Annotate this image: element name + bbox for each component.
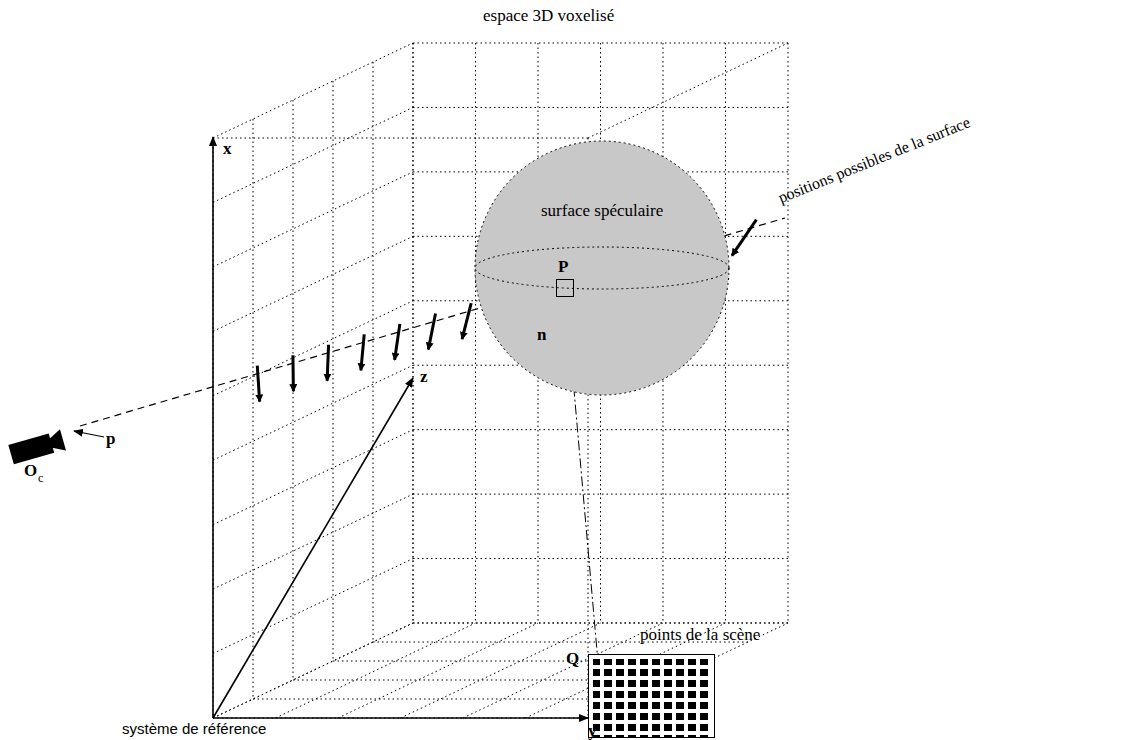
grid-line: [588, 43, 788, 138]
grid-line: [213, 623, 413, 718]
grid-line: [213, 494, 413, 589]
axis-label: y: [588, 722, 597, 739]
grid-line: [373, 62, 374, 642]
grid-line: [213, 718, 588, 719]
grid-line: [213, 172, 413, 267]
grid-line: [213, 623, 413, 718]
grid-line: [413, 43, 414, 623]
normal-arrow: [395, 324, 400, 360]
grid-line: [213, 236, 413, 331]
grid-line: [401, 623, 601, 718]
grid-line: [725, 43, 726, 623]
checker-target: [588, 654, 715, 738]
grid-line: [213, 430, 413, 525]
point-label: P: [558, 258, 568, 275]
grid-line: [253, 119, 254, 699]
camera-label: O: [24, 462, 37, 479]
normal-arrow: [327, 345, 328, 381]
normal-arrow: [291, 355, 294, 391]
grid-line: [413, 429, 788, 430]
normal-arrow: [462, 303, 471, 339]
equator: [475, 247, 729, 289]
grid-line: [475, 43, 476, 623]
normal-arrow: [257, 366, 259, 402]
grid-line: [413, 494, 788, 495]
axis-label: x: [223, 140, 232, 157]
sphere-shape: [474, 140, 730, 396]
grid-line: [213, 107, 413, 202]
normal-arrow: [732, 220, 756, 256]
grid-line: [333, 81, 334, 661]
axis-label: z: [420, 368, 428, 385]
grid-line: [213, 138, 214, 718]
point-label: Q: [566, 650, 579, 667]
scene-points: points de la scèneQ: [588, 624, 718, 740]
grid-line: [413, 558, 788, 559]
grid-line: [788, 43, 789, 623]
pixel-label: p: [106, 430, 115, 447]
grid-line: [213, 365, 413, 460]
specular-surface: surface spéculaireP: [474, 140, 730, 396]
grid-line: [413, 107, 788, 108]
shape-label: surface spéculaire: [541, 202, 663, 219]
grid-line: [413, 43, 414, 623]
grid-line: [213, 138, 588, 139]
normal-label: n: [537, 326, 546, 343]
normal-arrow: [428, 313, 435, 349]
region-title: points de la scène: [640, 626, 760, 643]
grid-line: [413, 623, 788, 624]
grid-line: [213, 43, 413, 138]
grid-line: [213, 559, 413, 654]
grid-line: [276, 623, 476, 718]
grid-line: [253, 699, 628, 700]
region-title: espace 3D voxelisé: [483, 7, 614, 24]
ray-caption: positions possibles de la surface: [776, 114, 972, 206]
voxel-space: espace 3D voxelisé surface spéculaireP: [213, 0, 793, 720]
surface-point: P: [556, 279, 574, 297]
grid-line: [213, 301, 413, 396]
dots: [593, 659, 711, 737]
grid-line: [338, 623, 538, 718]
camera-subscript: c: [38, 472, 43, 484]
sphere-outline: [475, 141, 729, 395]
grid-line: [413, 43, 788, 44]
normal-arrow: [361, 334, 364, 370]
grid-line: [293, 100, 294, 680]
frame-caption: système de référence: [122, 721, 266, 736]
dot-grid: [589, 655, 714, 737]
